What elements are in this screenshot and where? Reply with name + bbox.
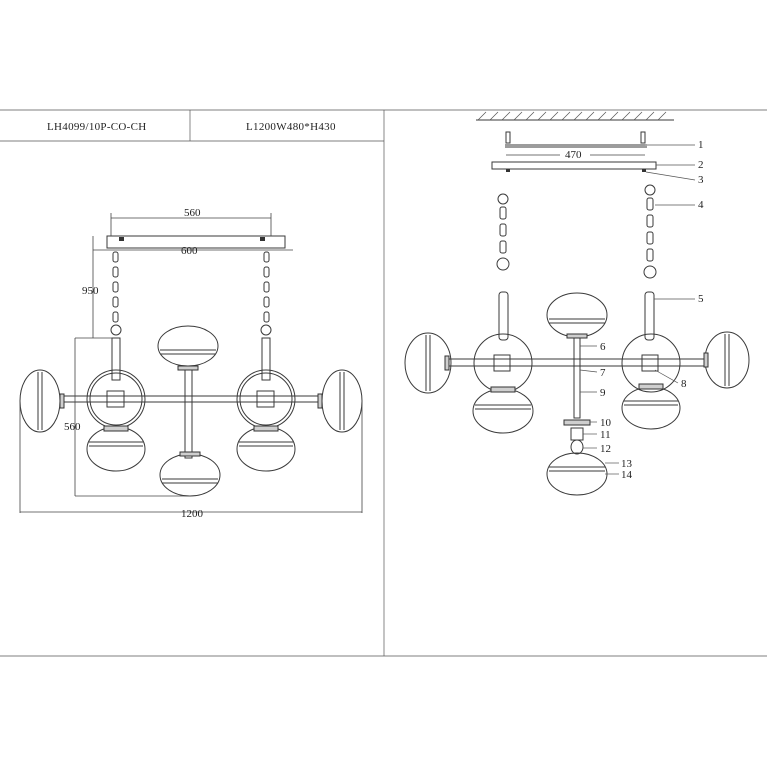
part-label-2: 2 [698, 159, 704, 171]
front-chain-left [496, 193, 510, 271]
front-globe-right-side [703, 331, 750, 389]
part-label-14: 14 [621, 469, 633, 481]
part-label-4: 4 [698, 199, 704, 211]
globe-side-left [19, 369, 65, 433]
sheet-frame [0, 109, 767, 657]
overall-size: L1200W480*H430 [246, 121, 336, 133]
front-globe-exploded [546, 452, 608, 496]
dim-canopy-mount: 470 [565, 149, 582, 161]
front-globe-lower-right [621, 383, 681, 430]
globe-top-center [157, 325, 219, 371]
chain-right [260, 251, 272, 336]
front-globe-lower-left [472, 386, 534, 434]
part-label-7: 7 [600, 367, 606, 379]
part-label-5: 5 [698, 293, 704, 305]
dim-height: 950 [82, 285, 99, 297]
dim-canopy-inner: 560 [184, 207, 201, 219]
dim-depth: 560 [64, 421, 81, 433]
globe-lower-right [236, 425, 296, 472]
globe-lower-left [86, 425, 146, 472]
part-label-10: 10 [600, 417, 612, 429]
part-label-3: 3 [698, 174, 704, 186]
canopy-plate [106, 235, 286, 249]
chain-left [110, 251, 122, 336]
front-globe-top-center [546, 292, 608, 339]
part-label-6: 6 [600, 341, 606, 353]
globe-side-right [317, 369, 363, 433]
dim-width: 1200 [181, 508, 204, 520]
front-chain-right [643, 184, 657, 279]
part-label-13: 13 [621, 458, 633, 470]
front-view: 470 [404, 111, 750, 496]
globe-bottom-center [159, 451, 221, 497]
part-label-12: 12 [600, 443, 611, 455]
part-label-8: 8 [681, 378, 687, 390]
part-label-1: 1 [698, 139, 704, 151]
model-number: LH4099/10P-CO-CH [47, 121, 147, 133]
dim-canopy-outer: 600 [181, 245, 198, 257]
part-label-11: 11 [600, 429, 611, 441]
part-label-9: 9 [600, 387, 606, 399]
front-globe-left-side [404, 332, 452, 394]
front-canopy [491, 161, 657, 170]
top-view: 560 600 950 [19, 207, 363, 520]
